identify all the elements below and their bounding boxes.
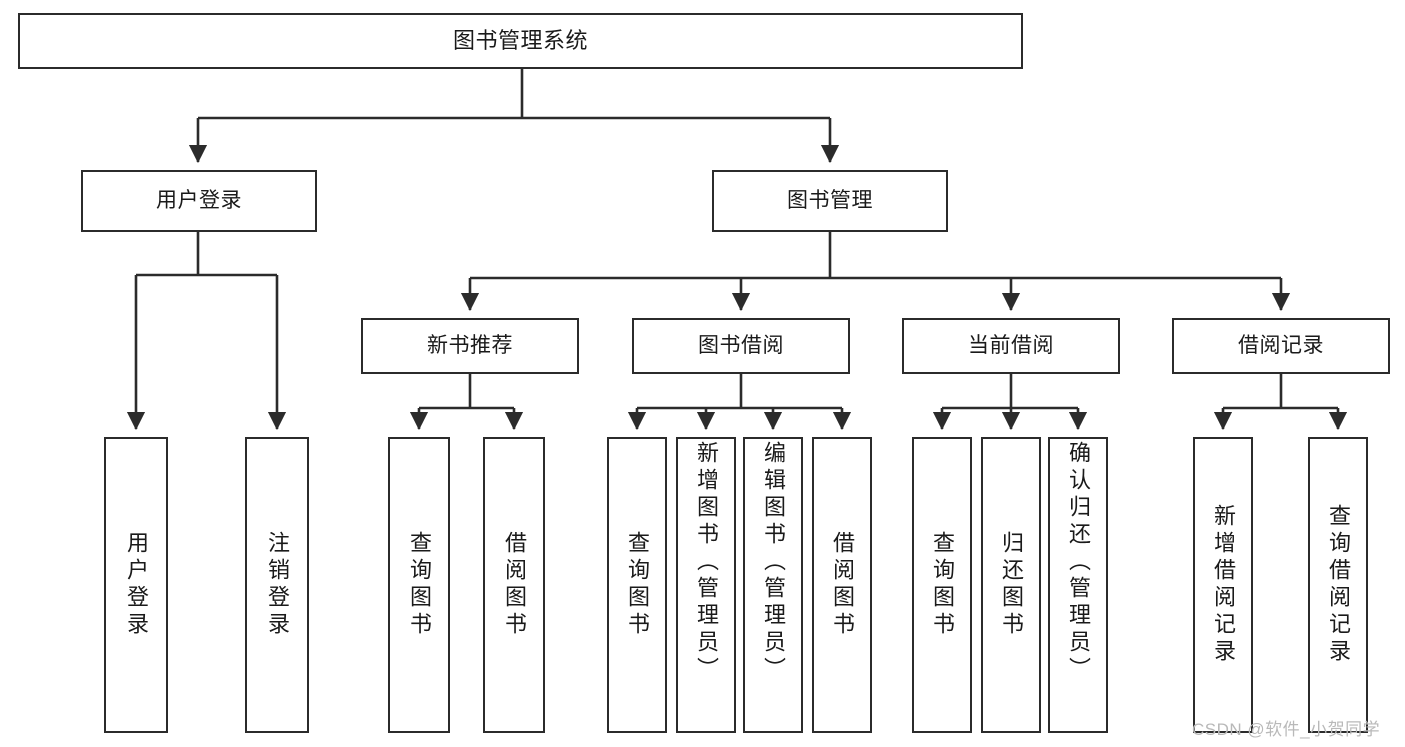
leaf-node[interactable]: 新增借阅记录 [1193,437,1253,733]
node-borrow-record[interactable]: 借阅记录 [1172,318,1390,374]
leaf-node-label: 用户登录 [124,531,149,639]
node-user-login-label: 用户登录 [156,188,242,212]
leaf-node-label: 编辑图书（管理员） [761,441,786,684]
leaf-node[interactable]: 归还图书 [981,437,1041,733]
node-book-management-label: 图书管理 [787,188,873,212]
leaf-node-label: 借阅图书 [502,531,527,639]
node-root[interactable]: 图书管理系统 [18,13,1023,69]
node-user-login[interactable]: 用户登录 [81,170,317,232]
leaf-node[interactable]: 编辑图书（管理员） [743,437,803,733]
leaf-node[interactable]: 查询图书 [912,437,972,733]
leaf-node[interactable]: 注销登录 [245,437,309,733]
csdn-watermark: CSDN @软件_小贺同学 [1192,720,1381,739]
leaf-node-label: 注销登录 [265,531,290,639]
node-book-borrow[interactable]: 图书借阅 [632,318,850,374]
leaf-node[interactable]: 新增图书（管理员） [676,437,736,733]
node-book-management[interactable]: 图书管理 [712,170,948,232]
leaf-node[interactable]: 查询借阅记录 [1308,437,1368,733]
node-book-borrow-label: 图书借阅 [698,333,784,357]
node-current-borrow-label: 当前借阅 [968,333,1054,357]
leaf-node[interactable]: 借阅图书 [483,437,545,733]
leaf-node-label: 查询借阅记录 [1326,504,1351,666]
leaf-node-label: 新增图书（管理员） [694,441,719,684]
node-new-book-recommend-label: 新书推荐 [427,333,513,357]
node-borrow-record-label: 借阅记录 [1238,333,1324,357]
leaf-node-label: 确认归还（管理员） [1066,441,1091,684]
leaf-node-label: 借阅图书 [830,531,855,639]
leaf-node-label: 新增借阅记录 [1211,504,1236,666]
leaf-node[interactable]: 查询图书 [388,437,450,733]
node-current-borrow[interactable]: 当前借阅 [902,318,1120,374]
leaf-node-label: 查询图书 [930,531,955,639]
leaf-node-label: 归还图书 [999,531,1024,639]
leaf-node-label: 查询图书 [407,531,432,639]
leaf-node[interactable]: 确认归还（管理员） [1048,437,1108,733]
leaf-node[interactable]: 借阅图书 [812,437,872,733]
leaf-node[interactable]: 查询图书 [607,437,667,733]
leaf-node[interactable]: 用户登录 [104,437,168,733]
node-root-label: 图书管理系统 [452,28,588,54]
node-new-book-recommend[interactable]: 新书推荐 [361,318,579,374]
leaf-node-label: 查询图书 [625,531,650,639]
